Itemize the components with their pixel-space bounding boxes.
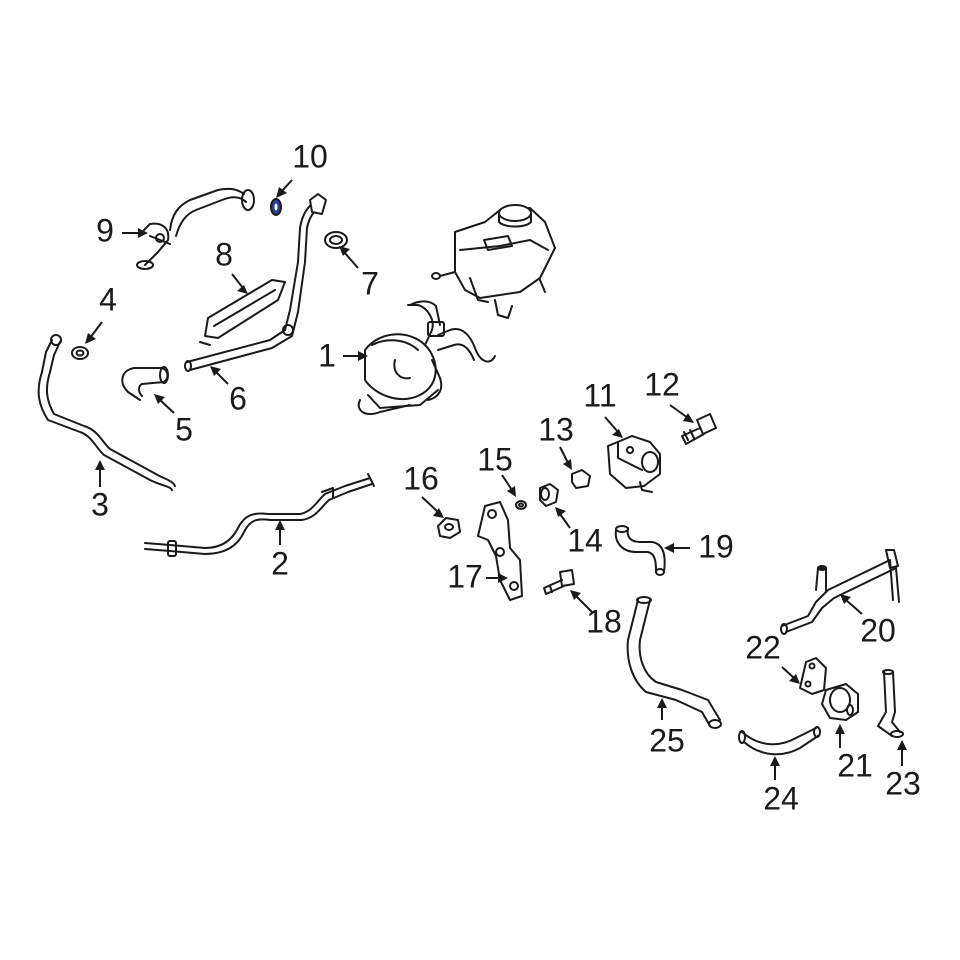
callout-17: 17 [447, 558, 483, 594]
callout-3: 3 [91, 486, 109, 522]
part-17-bracket[interactable] [477, 501, 523, 601]
callout-14: 14 [567, 522, 603, 558]
leader-lines [85, 179, 907, 780]
callout-7: 7 [361, 265, 379, 301]
expansion-tank [431, 204, 556, 319]
part-9-coolant-pipe[interactable] [136, 187, 255, 270]
part-3-bent-tube[interactable] [37, 334, 176, 491]
callout-22: 22 [745, 629, 781, 665]
part-15-washer[interactable] [515, 500, 527, 510]
callout-8: 8 [215, 236, 233, 272]
part-24-hose[interactable] [738, 726, 821, 756]
callout-21: 21 [837, 747, 873, 783]
part-11-valve-housing[interactable] [607, 435, 661, 493]
part-18-bolt[interactable] [543, 569, 575, 595]
callout-2: 2 [271, 545, 289, 581]
callout-25: 25 [649, 722, 685, 758]
part-21-water-pump[interactable] [821, 683, 859, 721]
part-20-coolant-pipe[interactable] [780, 549, 900, 635]
part-25-long-hose[interactable] [626, 596, 722, 729]
callout-labels: 1 2 3 4 5 6 7 8 9 10 11 12 13 14 15 16 1… [91, 138, 921, 816]
callout-23: 23 [885, 765, 921, 801]
callout-19: 19 [698, 528, 734, 564]
callout-6: 6 [229, 380, 247, 416]
callout-9: 9 [96, 212, 114, 248]
callout-12: 12 [644, 366, 680, 402]
part-7-o-ring[interactable] [324, 231, 348, 249]
part-22-bracket[interactable] [799, 657, 827, 695]
callout-24: 24 [763, 780, 799, 816]
part-1-hose-assembly[interactable] [357, 300, 496, 416]
callout-16: 16 [403, 460, 439, 496]
part-6-tube[interactable] [184, 193, 327, 372]
part-4-o-ring[interactable] [71, 346, 89, 360]
part-16-nut[interactable] [437, 517, 461, 539]
part-13-cap[interactable] [571, 469, 591, 489]
callout-11: 11 [583, 377, 616, 413]
part-10-seal-ring[interactable] [270, 198, 282, 216]
callout-15: 15 [477, 441, 513, 477]
callout-18: 18 [586, 603, 622, 639]
part-19-small-hose[interactable] [614, 525, 666, 576]
callout-10: 10 [292, 138, 328, 174]
callout-20: 20 [860, 612, 896, 648]
callout-13: 13 [538, 411, 574, 447]
part-8-heat-shield[interactable] [199, 279, 286, 346]
callout-5: 5 [175, 411, 193, 447]
part-2-long-pipe[interactable] [144, 473, 375, 557]
part-14-bushing[interactable] [539, 483, 559, 507]
part-5-short-hose[interactable] [121, 366, 169, 401]
callout-4: 4 [99, 281, 117, 317]
callout-1: 1 [318, 337, 336, 373]
part-12-bolt[interactable] [681, 413, 717, 445]
part-23-pipe[interactable] [877, 669, 904, 738]
